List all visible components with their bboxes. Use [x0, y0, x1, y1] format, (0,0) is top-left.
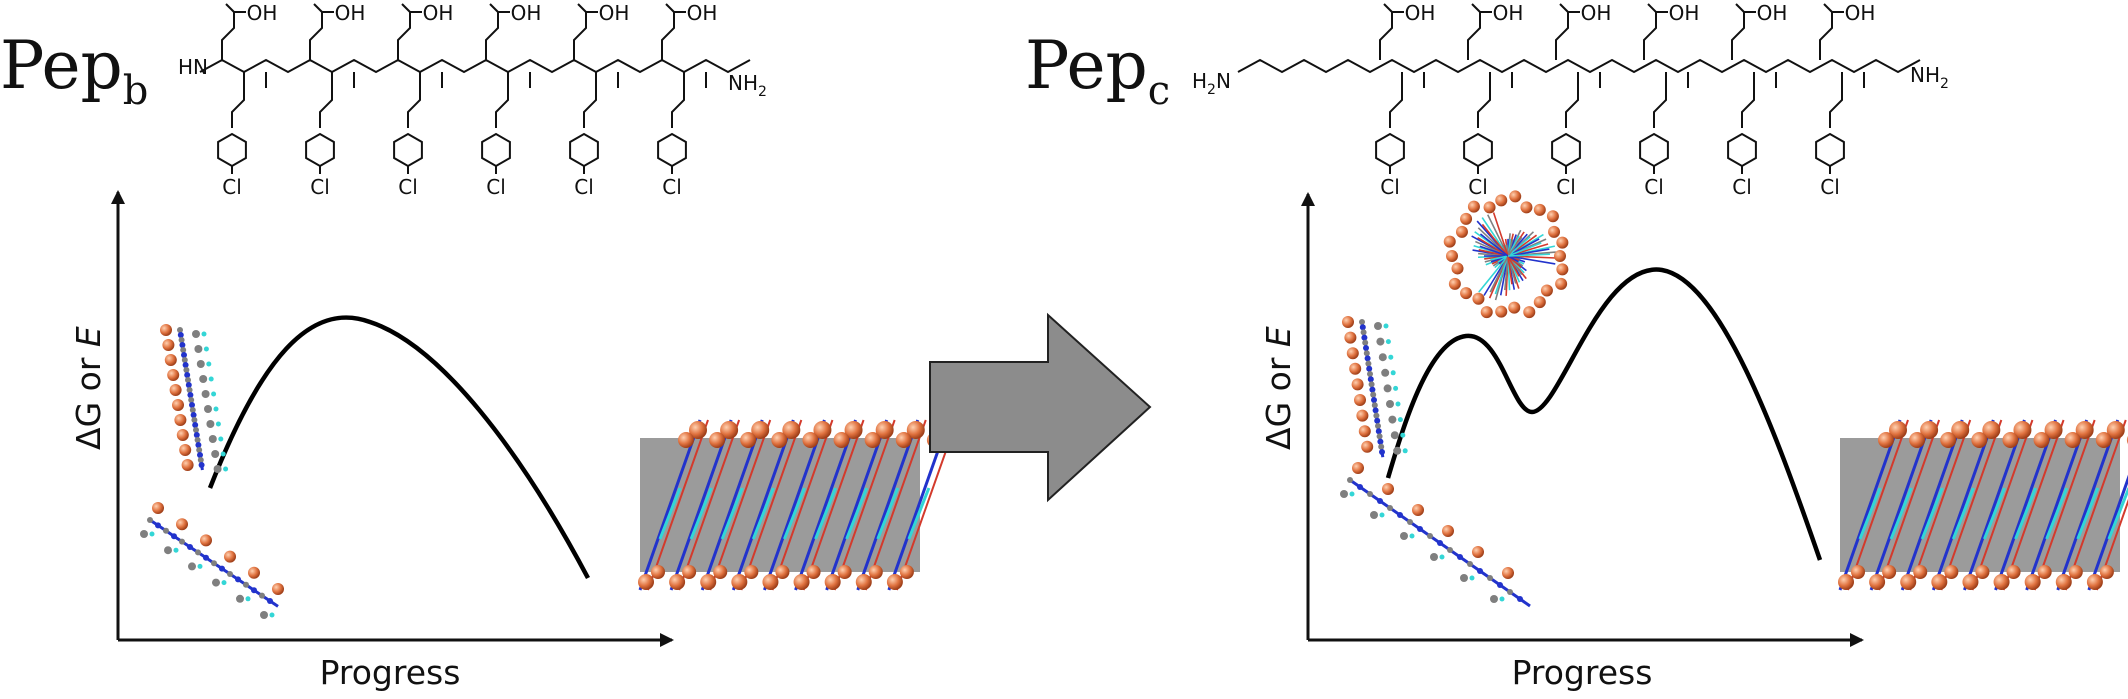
- chlorine-label: Cl: [1644, 175, 1664, 199]
- acid-label: OH: [1405, 1, 1436, 25]
- chlorine-label: Cl: [398, 175, 418, 199]
- pep-c-y-axis-label: ΔG or E: [1259, 326, 1298, 450]
- chlorine-label: Cl: [1556, 175, 1576, 199]
- benzene-ring: [305, 132, 335, 168]
- pep-c-micelle: [1443, 190, 1569, 319]
- panel-pep-b: Pepb OH Cl OH Cl OH Cl OH Cl OH Cl OH Cl HN NH2 ΔG …: [0, 1, 958, 692]
- benzene-ring: [657, 132, 687, 168]
- pep-b-c-terminus: NH2: [728, 71, 767, 100]
- acid-label: OH: [1757, 1, 1788, 25]
- pep-c-title: Pepc: [1025, 27, 1170, 114]
- benzene-ring: [569, 132, 599, 168]
- pep-b-y-axis-label: ΔG or E: [69, 326, 108, 450]
- benzene-ring: [1815, 132, 1845, 168]
- acid-label: OH: [511, 1, 542, 25]
- benzene-ring: [393, 132, 423, 168]
- pep-c-single-chain-diagonal: [1340, 462, 1531, 608]
- chlorine-label: Cl: [1468, 175, 1488, 199]
- acid-label: OH: [423, 1, 454, 25]
- acid-label: OH: [599, 1, 630, 25]
- pep-b-single-chain-vertical: [160, 324, 229, 473]
- chlorine-label: Cl: [1380, 175, 1400, 199]
- pep-b-n-terminus: HN: [178, 55, 208, 79]
- chlorine-label: Cl: [486, 175, 506, 199]
- acid-label: OH: [1581, 1, 1612, 25]
- benzene-ring: [1551, 132, 1581, 168]
- pep-c-x-axis-label: Progress: [1512, 653, 1653, 692]
- benzene-ring: [217, 132, 247, 168]
- pep-c-c-terminus: NH2: [1910, 63, 1949, 92]
- benzene-ring: [481, 132, 511, 168]
- acid-label: OH: [1493, 1, 1524, 25]
- acid-label: OH: [1669, 1, 1700, 25]
- acid-label: OH: [247, 1, 278, 25]
- pep-b-single-chain-diagonal: [140, 502, 284, 619]
- chlorine-label: Cl: [222, 175, 242, 199]
- transition-arrow: [929, 312, 1152, 503]
- pep-c-energy-curve: [1385, 267, 1823, 561]
- pep-b-x-axis-label: Progress: [320, 653, 461, 692]
- pep-c-chemical-structure: OH Cl OH Cl OH Cl OH Cl OH Cl OH Cl H2N NH2: [1192, 1, 1949, 199]
- chlorine-label: Cl: [1732, 175, 1752, 199]
- acid-label: OH: [1845, 1, 1876, 25]
- panel-pep-c: Pepc OH Cl OH Cl OH Cl OH Cl OH Cl OH Cl H2N NH2 ΔG…: [1025, 1, 2128, 692]
- pep-c-single-chain: [1342, 316, 1408, 458]
- benzene-ring: [1639, 132, 1669, 168]
- pep-b-energy-curve: [207, 315, 590, 580]
- acid-label: OH: [687, 1, 718, 25]
- benzene-ring: [1727, 132, 1757, 168]
- chlorine-label: Cl: [662, 175, 682, 199]
- chlorine-label: Cl: [310, 175, 330, 199]
- acid-label: OH: [335, 1, 366, 25]
- chlorine-label: Cl: [1820, 175, 1840, 199]
- pep-b-title: Pepb: [0, 27, 148, 114]
- chlorine-label: Cl: [574, 175, 594, 199]
- pep-c-crystal-sheet: [1838, 419, 2128, 591]
- benzene-ring: [1375, 132, 1405, 168]
- pep-b-chemical-structure: OH Cl OH Cl OH Cl OH Cl OH Cl OH Cl HN NH2: [178, 1, 767, 199]
- pep-b-crystal-sheet: [638, 419, 958, 591]
- pep-c-n-terminus: H2N: [1192, 69, 1231, 98]
- benzene-ring: [1463, 132, 1493, 168]
